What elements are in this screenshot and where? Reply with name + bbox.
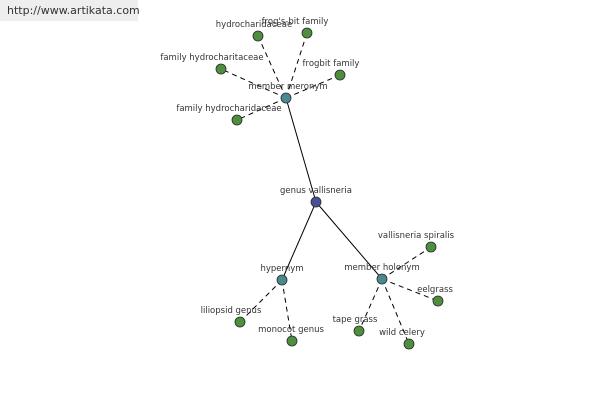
edge-genus-hypernym: [281, 201, 317, 281]
edge-meronym-m4: [285, 74, 341, 99]
node-label[interactable]: member meronym: [248, 82, 327, 92]
node-marker[interactable]: [425, 241, 437, 253]
node-m3[interactable]: family hydrocharitaceae: [160, 53, 264, 75]
edge-meronym-m3: [220, 68, 287, 99]
node-label[interactable]: genus vallisneria: [280, 186, 352, 196]
edge-genus-meronym: [285, 97, 317, 203]
node-label[interactable]: family hydrocharidaceae: [176, 104, 281, 114]
node-marker[interactable]: [310, 196, 322, 208]
node-marker[interactable]: [215, 63, 227, 75]
edge-hypernym-h2: [281, 279, 293, 342]
node-marker[interactable]: [280, 92, 292, 104]
node-label[interactable]: hydrocharidaceae: [216, 20, 292, 30]
node-m4[interactable]: frogbit family: [303, 59, 360, 81]
edge-holonym-o1: [381, 246, 432, 280]
node-holonym[interactable]: member holonym: [344, 263, 420, 285]
node-o4[interactable]: wild celery: [379, 328, 425, 350]
node-marker[interactable]: [301, 27, 313, 39]
node-marker[interactable]: [334, 69, 346, 81]
node-o3[interactable]: tape grass: [333, 315, 378, 337]
node-m2[interactable]: frog's-bit family: [262, 17, 329, 39]
node-label[interactable]: monocot genus: [258, 325, 324, 335]
node-label[interactable]: vallisneria spiralis: [378, 231, 455, 241]
node-marker[interactable]: [252, 30, 264, 42]
node-label[interactable]: frog's-bit family: [262, 17, 329, 27]
node-label[interactable]: wild celery: [379, 328, 425, 338]
edge-holonym-o2: [381, 278, 439, 302]
node-label[interactable]: hypernym: [260, 264, 303, 274]
node-o2[interactable]: eelgrass: [417, 285, 453, 307]
node-meronym[interactable]: member meronym: [248, 82, 328, 104]
watermark-url: http://www.artikata.com: [0, 0, 140, 21]
node-h2[interactable]: monocot genus: [258, 325, 324, 347]
node-genus[interactable]: genus vallisneria: [280, 186, 352, 208]
node-o1[interactable]: vallisneria spiralis: [378, 231, 455, 253]
edge-meronym-m2: [285, 32, 308, 99]
edges-layer: [220, 32, 439, 345]
node-label[interactable]: tape grass: [333, 315, 378, 325]
edge-genus-holonym: [315, 201, 383, 280]
node-marker[interactable]: [376, 273, 388, 285]
node-hypernym[interactable]: hypernym: [260, 264, 304, 286]
edge-holonym-o3: [358, 278, 383, 332]
node-label[interactable]: family hydrocharitaceae: [160, 53, 263, 63]
node-m1[interactable]: hydrocharidaceae: [216, 20, 292, 42]
node-marker[interactable]: [353, 325, 365, 337]
node-label[interactable]: eelgrass: [417, 285, 453, 295]
node-marker[interactable]: [286, 335, 298, 347]
edge-hypernym-h1: [239, 279, 283, 323]
node-h1[interactable]: liliopsid genus: [201, 306, 262, 328]
node-marker[interactable]: [234, 316, 246, 328]
node-label[interactable]: member holonym: [344, 263, 419, 273]
node-marker[interactable]: [403, 338, 415, 350]
node-m5[interactable]: family hydrocharidaceae: [176, 104, 282, 126]
node-label[interactable]: frogbit family: [303, 59, 360, 69]
node-marker[interactable]: [276, 274, 288, 286]
node-marker[interactable]: [432, 295, 444, 307]
nodes-layer: genus vallisneria member meronym hypernym m…: [160, 17, 455, 350]
edge-holonym-o4: [381, 278, 410, 345]
node-label[interactable]: liliopsid genus: [201, 306, 262, 316]
edge-meronym-m1: [257, 35, 287, 99]
node-marker[interactable]: [231, 114, 243, 126]
